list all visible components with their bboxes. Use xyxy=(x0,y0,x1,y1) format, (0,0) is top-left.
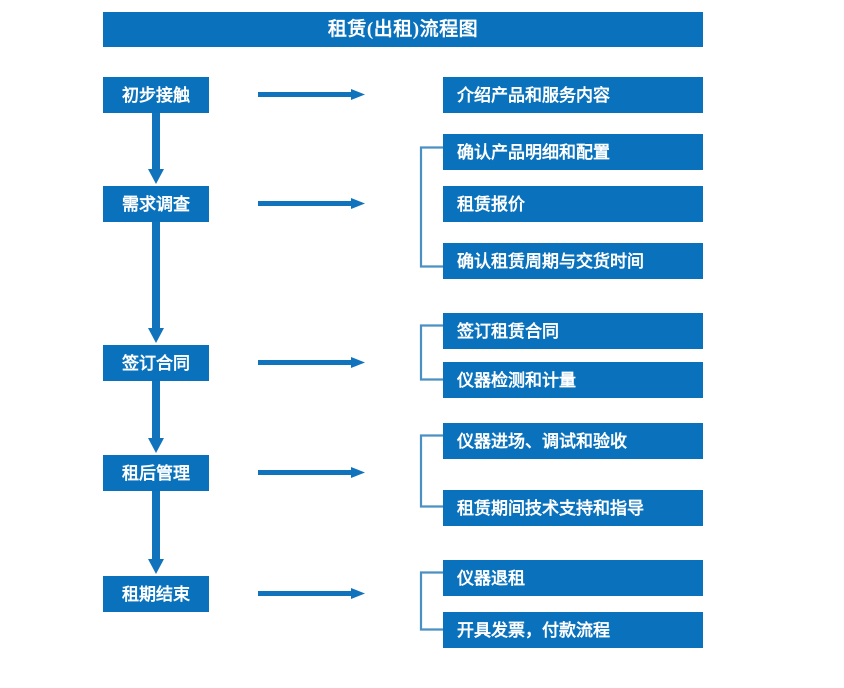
group-bracket-4-icon xyxy=(419,434,445,508)
horizontal-flow-arrow-2-icon xyxy=(258,195,366,213)
detail-box-7[interactable]: 仪器进场、调试和验收 xyxy=(443,423,703,459)
detail-box-2[interactable]: 确认产品明细和配置 xyxy=(443,134,703,170)
detail-box-8[interactable]: 租赁期间技术支持和指导 xyxy=(443,490,703,526)
stage-box-5[interactable]: 租期结束 xyxy=(103,576,209,612)
stage-box-3[interactable]: 签订合同 xyxy=(103,345,209,381)
detail-label-5: 签订租赁合同 xyxy=(457,321,559,341)
detail-box-1[interactable]: 介绍产品和服务内容 xyxy=(443,77,703,113)
stage-label-3: 签订合同 xyxy=(122,353,190,373)
detail-label-9: 仪器退租 xyxy=(457,568,525,588)
detail-label-3: 租赁报价 xyxy=(457,194,525,214)
detail-box-10[interactable]: 开具发票，付款流程 xyxy=(443,612,703,648)
vertical-flow-arrow-2-icon xyxy=(146,222,166,345)
stage-box-4[interactable]: 租后管理 xyxy=(103,455,209,491)
detail-box-5[interactable]: 签订租赁合同 xyxy=(443,313,703,349)
horizontal-flow-arrow-4-icon xyxy=(258,464,366,482)
vertical-flow-arrow-4-icon xyxy=(146,491,166,576)
horizontal-flow-arrow-5-icon xyxy=(258,585,366,603)
detail-label-1: 介绍产品和服务内容 xyxy=(457,85,610,105)
detail-box-4[interactable]: 确认租赁周期与交货时间 xyxy=(443,243,703,279)
horizontal-flow-arrow-3-icon xyxy=(258,354,366,372)
stage-label-1: 初步接触 xyxy=(122,85,190,105)
detail-label-2: 确认产品明细和配置 xyxy=(457,142,610,162)
horizontal-flow-arrow-1-icon xyxy=(258,86,366,104)
stage-label-5: 租期结束 xyxy=(122,584,190,604)
detail-label-8: 租赁期间技术支持和指导 xyxy=(457,498,644,518)
detail-box-3[interactable]: 租赁报价 xyxy=(443,186,703,222)
detail-label-4: 确认租赁周期与交货时间 xyxy=(457,251,644,271)
detail-label-7: 仪器进场、调试和验收 xyxy=(457,431,627,451)
vertical-flow-arrow-3-icon xyxy=(146,381,166,455)
detail-label-6: 仪器检测和计量 xyxy=(457,370,576,390)
group-bracket-5-icon xyxy=(419,571,445,631)
diagram-title-bar: 租赁(出租)流程图 xyxy=(103,12,703,47)
stage-box-1[interactable]: 初步接触 xyxy=(103,77,209,113)
stage-box-2[interactable]: 需求调查 xyxy=(103,186,209,222)
detail-box-6[interactable]: 仪器检测和计量 xyxy=(443,362,703,398)
detail-box-9[interactable]: 仪器退租 xyxy=(443,560,703,596)
detail-label-10: 开具发票，付款流程 xyxy=(457,620,610,640)
group-bracket-3-icon xyxy=(419,324,445,381)
vertical-flow-arrow-1-icon xyxy=(146,113,166,186)
stage-label-2: 需求调查 xyxy=(122,194,190,214)
group-bracket-2-icon xyxy=(419,146,445,268)
page-title: 租赁(出租)流程图 xyxy=(327,19,479,40)
stage-label-4: 租后管理 xyxy=(122,463,190,483)
